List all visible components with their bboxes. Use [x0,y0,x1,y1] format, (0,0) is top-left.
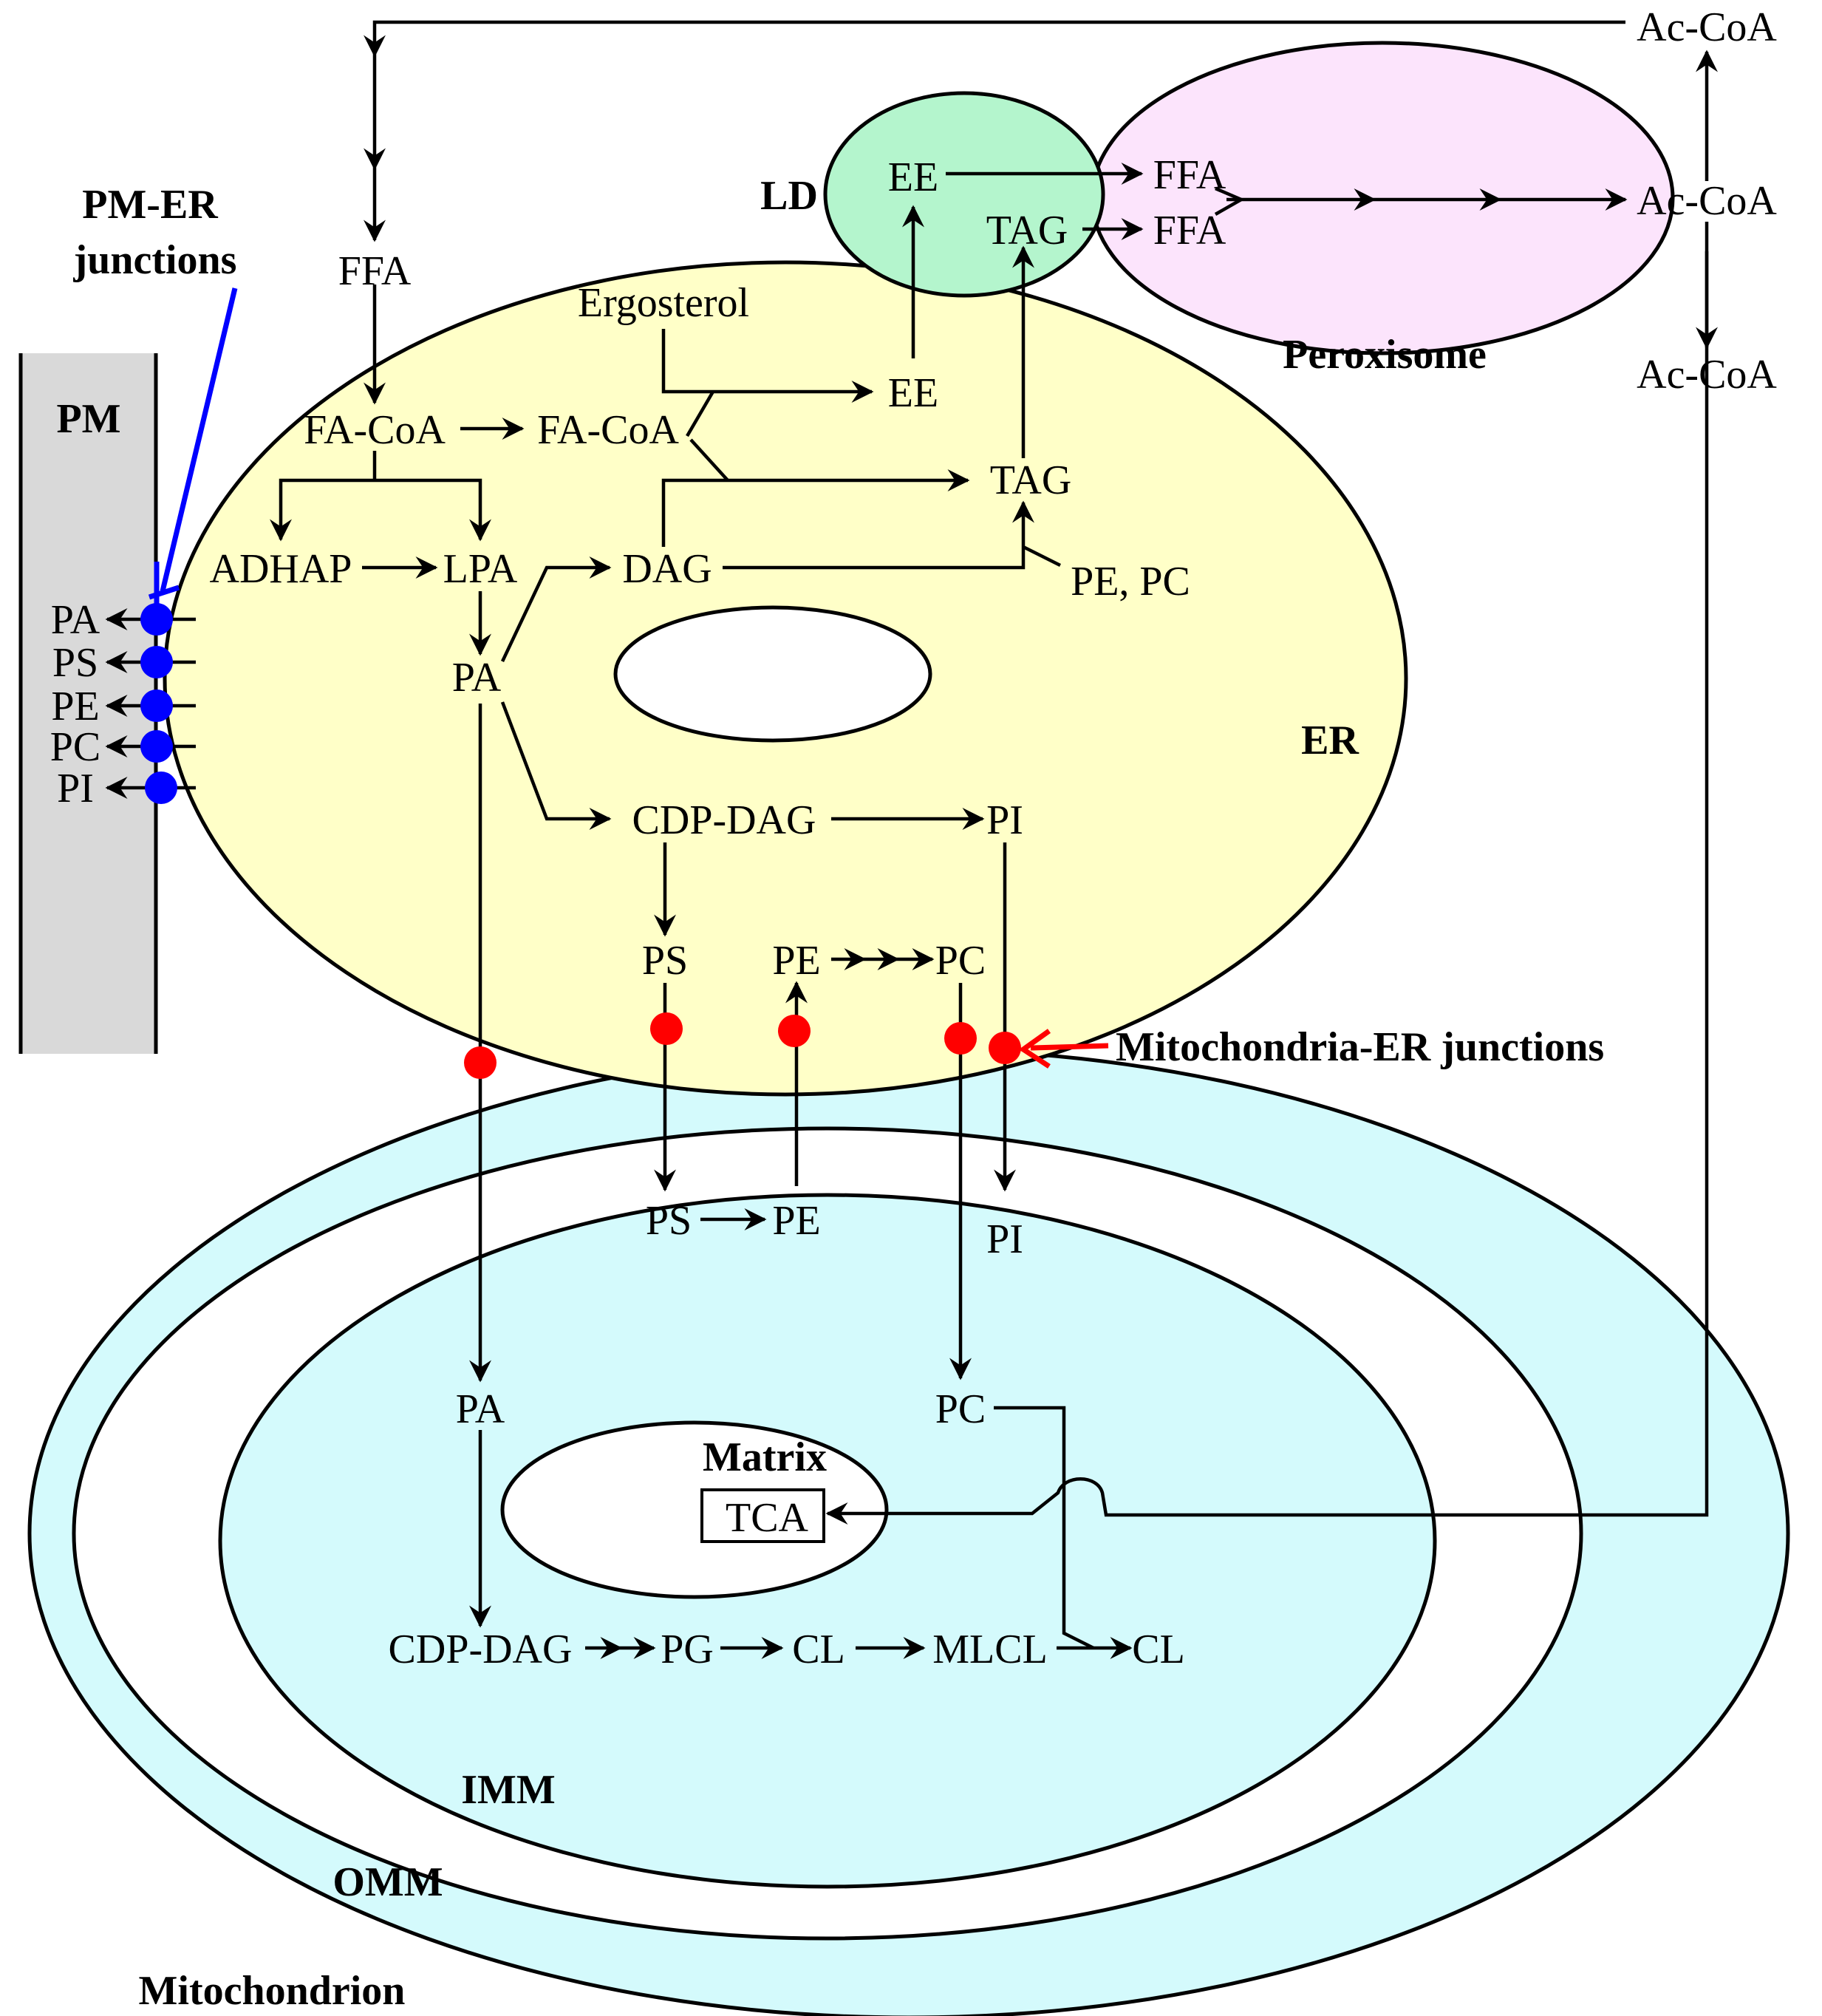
mito-er-junctions-label: Mitochondria-ER junctions [1116,1024,1604,1070]
ac-coa-middle: Ac-CoA [1637,178,1777,224]
lipid-droplet-shape [823,91,1105,298]
fa-coa-2: FA-CoA [537,407,679,453]
pm-er-junction-dot [145,772,177,804]
pe-pc-er: PE, PC [1071,559,1190,605]
adhap: ADHAP [210,546,352,592]
pc-er: PC [935,938,986,984]
ee-lipid-droplet: EE [888,154,938,200]
matrix-shape [500,1420,889,1599]
mito-er-junction-dot [650,1012,683,1045]
pathway-arrows [105,20,1718,1659]
er-label: ER [1301,718,1359,763]
ac-coa-low: Ac-CoA [1637,352,1777,398]
mito-er-junction-dot [464,1046,497,1079]
pm-er-junction-dot [140,646,173,678]
dag: DAG [622,546,712,592]
mito-er-junction-dots [464,1012,1021,1079]
pm-er-junction-dots [140,603,177,804]
pm-label: PM [56,396,120,442]
ps-er: PS [642,938,688,984]
ergosterol: Ergosterol [578,280,749,326]
lpa: LPA [443,546,518,592]
tca: TCA [726,1495,809,1541]
tag-er: TAG [990,457,1072,503]
matrix-label: Matrix [703,1434,827,1480]
peroxisome-label: Peroxisome [1283,332,1487,378]
pe-er: PE [772,938,820,984]
mitochondrion-shape [27,1047,1790,2016]
pm-er-junctions-label: PM-ER junctions [73,182,237,283]
pm-lipid-pa: PA [51,597,100,643]
mitochondrion-label: Mitochondrion [139,1968,406,2014]
pm-er-junction-pointer-head [148,562,180,606]
ps-mito: PS [646,1198,692,1244]
fa-coa-1: FA-CoA [304,407,446,453]
pi-mito: PI [986,1216,1023,1262]
mito-er-junction-pointer [1030,1043,1109,1051]
pm-lipid-pe: PE [51,684,99,729]
ffa: FFA [338,248,412,294]
metabolite-labels: Ac-CoA Ac-CoA Ac-CoA FFA FFA EE TAG FFA … [210,4,1778,1672]
cdp-dag-mito: CDP-DAG [389,1627,573,1672]
pa-er: PA [452,655,502,701]
pm-er-junction-dot [140,603,173,636]
mito-er-junction-dot [944,1022,977,1055]
omm-label: OMM [332,1859,443,1905]
tag-lipid-droplet: TAG [986,208,1068,253]
ffa-peroxisome-upper: FFA [1153,152,1226,198]
pm-er-junction-dot [140,730,173,763]
plasma-membrane [21,353,156,1054]
er-shape [163,260,1408,1097]
mito-er-junction-dot [778,1015,811,1047]
pm-lipid-ps: PS [52,640,98,686]
pg: PG [661,1627,714,1672]
mito-er-junction-dot [989,1032,1021,1064]
mlcl: MLCL [932,1627,1048,1672]
pm-lipid-labels: PA PS PE PC PI [50,597,101,811]
ee-er: EE [888,370,938,416]
pm-lipid-pc: PC [50,724,101,770]
pa-mito: PA [456,1386,505,1432]
cl-2: CL [1132,1627,1185,1672]
ld-label: LD [760,173,818,219]
imm-label: IMM [461,1767,556,1813]
ac-coa-top: Ac-CoA [1637,4,1777,50]
mito-er-junction-pointer-head [1018,1029,1051,1069]
ffa-peroxisome-lower: FFA [1153,208,1226,253]
pi-er: PI [986,797,1023,843]
pc-mito: PC [935,1386,986,1432]
cdp-dag-er: CDP-DAG [632,797,816,843]
er-lumen [613,605,932,743]
pm-er-junction-pointer [160,287,238,592]
tca-box [700,1488,825,1543]
pe-mito: PE [772,1198,820,1244]
pm-lipid-pi: PI [57,766,94,811]
cl-1: CL [792,1627,845,1672]
pm-er-junction-dot [140,689,173,722]
